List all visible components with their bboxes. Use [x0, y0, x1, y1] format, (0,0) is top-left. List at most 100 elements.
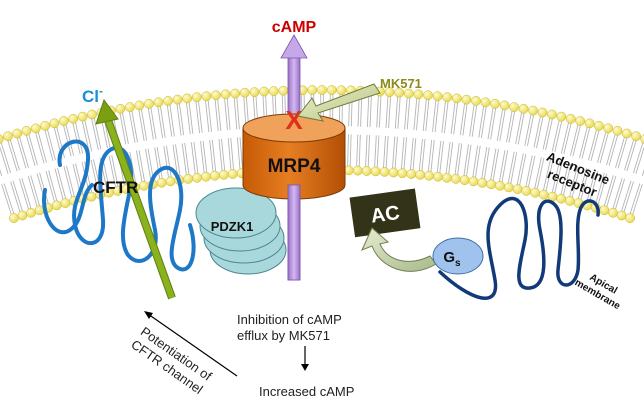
lipid-head — [165, 176, 176, 187]
lipid-head — [278, 85, 289, 96]
lipid-head — [49, 118, 60, 129]
lipid-tail — [404, 97, 408, 130]
lipid-head — [413, 89, 424, 100]
lipid-tail — [441, 100, 446, 133]
apical-membrane-label: Apical membrane — [573, 272, 623, 312]
lipid-tail — [135, 150, 143, 183]
lipid-tail — [434, 100, 439, 133]
lipid-tail — [239, 137, 244, 170]
lipid-tail — [508, 111, 516, 143]
lipid-head — [432, 91, 443, 102]
lipid-tail — [572, 125, 581, 157]
lipid-tail — [165, 145, 172, 178]
lipid-tail — [30, 175, 41, 207]
lipid-tail — [563, 122, 572, 155]
lipid-tail — [369, 95, 372, 128]
lipid-tail — [524, 114, 532, 146]
lipid-tail — [21, 177, 32, 209]
lipid-tail — [569, 165, 578, 197]
lipid-tail — [0, 142, 12, 174]
lipid-tail — [498, 150, 506, 182]
lipid-tail — [224, 98, 228, 131]
lipid-head — [433, 171, 443, 182]
lipid-tail — [376, 135, 380, 168]
lipid-tail — [418, 138, 423, 171]
lipid-tail — [221, 138, 226, 171]
lipid-tail — [606, 134, 616, 166]
cftr-helix-lower — [42, 183, 94, 235]
lipid-head — [12, 128, 23, 139]
lipid-tail — [131, 110, 138, 143]
lipid-tail — [450, 102, 456, 134]
lipid-head — [220, 89, 231, 100]
lipid-tail — [445, 141, 451, 174]
lipid-tail — [492, 148, 499, 181]
lipid-tail — [0, 146, 9, 174]
lipid-head — [361, 166, 372, 176]
lipid-tail — [185, 102, 191, 135]
lipid-tail — [416, 98, 420, 131]
lipid-tail — [471, 105, 478, 137]
lipid-tail — [35, 132, 45, 164]
lipid-tail — [46, 129, 56, 161]
gs-to-ac-curved-arrow — [361, 227, 437, 272]
gs-label-main: G — [443, 249, 455, 266]
lipid-tail — [218, 139, 223, 171]
lipid-tail — [542, 159, 551, 191]
lipid-tail — [193, 141, 199, 174]
lipid-tail — [413, 98, 418, 131]
lipid-tail — [480, 106, 487, 139]
lipid-head — [594, 120, 604, 131]
lipid-head — [621, 128, 632, 139]
lipid-tail — [169, 104, 175, 137]
lipid-tail — [202, 140, 208, 173]
lipid-tail — [443, 101, 449, 134]
lipid-head — [227, 169, 238, 179]
lipid-tail — [425, 99, 430, 132]
lipid-tail — [163, 145, 170, 178]
lipid-tail — [181, 143, 187, 176]
lipid-head — [415, 169, 426, 180]
lipid-head — [3, 131, 13, 142]
lipid-head — [201, 91, 212, 102]
lipid-tail — [439, 141, 444, 173]
lipid-tail — [536, 157, 545, 190]
lipid-head — [480, 97, 491, 108]
lipid-tail — [45, 170, 55, 203]
lipid-tail — [374, 135, 377, 168]
lipid-tail — [409, 137, 414, 170]
lipid-head — [192, 172, 202, 183]
lipid-tail — [517, 112, 525, 145]
lipid-tail — [16, 137, 27, 169]
adenosine-receptor — [438, 196, 600, 300]
lipid-head — [468, 176, 479, 187]
lipid-tail — [3, 183, 15, 215]
lipid-tail — [388, 96, 392, 129]
lipid-tail — [536, 116, 544, 149]
lipid-head — [599, 205, 610, 216]
lipid-tail — [184, 142, 190, 175]
lipid-tail — [635, 146, 644, 174]
lipid-tail — [507, 151, 515, 184]
lipid-tail — [617, 137, 628, 169]
lipid-tail — [211, 139, 217, 172]
lipid-tail — [421, 139, 426, 171]
chloride-charge: - — [99, 84, 103, 98]
potentiation-label: Potentiation of CFTR channel — [128, 324, 214, 397]
inhibition-line2: efflux by MK571 — [237, 328, 330, 343]
lipid-tail — [562, 163, 572, 196]
lipid-tail — [533, 116, 541, 148]
lipid-tail — [525, 155, 533, 187]
lipid-tail — [39, 172, 49, 204]
ac-label: AC — [369, 202, 401, 228]
lipid-tail — [129, 151, 137, 184]
lipid-head — [68, 113, 79, 124]
lipid-head — [394, 87, 405, 98]
lipid-tail — [571, 166, 581, 198]
lipid-tail — [72, 122, 81, 155]
lipid-tail — [383, 135, 386, 168]
lipid-tail — [0, 169, 3, 176]
lipid-head — [144, 98, 154, 109]
lipid-head — [565, 196, 575, 206]
